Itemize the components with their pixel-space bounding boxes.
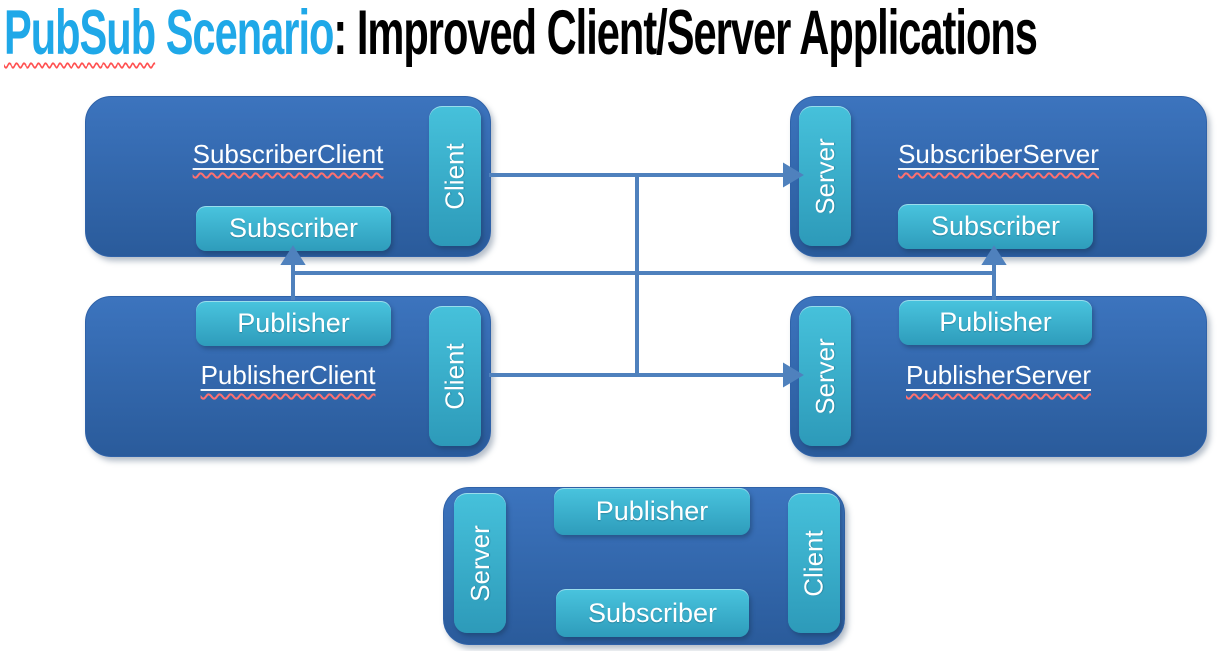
server-tab: Server bbox=[799, 306, 851, 446]
subscriber-client-box: SubscriberClient Subscriber Client bbox=[85, 96, 491, 257]
subscriber-client-label: SubscriberClient bbox=[192, 139, 384, 169]
publisher-chip-label: Publisher bbox=[595, 496, 709, 526]
server-tab: Server bbox=[454, 493, 506, 633]
client-tab: Client bbox=[429, 106, 481, 246]
client-tab-label: Client bbox=[439, 142, 470, 210]
publisher-chip: Publisher bbox=[554, 488, 750, 535]
subscriber-chip: Subscriber bbox=[556, 589, 749, 637]
client-tab-label: Client bbox=[439, 342, 470, 410]
publisher-server-label: PublisherServer bbox=[906, 360, 1091, 390]
publisher-server-box: Publisher PublisherServer Server bbox=[790, 296, 1207, 457]
subscriber-chip-label: Subscriber bbox=[228, 213, 359, 243]
publisher-chip: Publisher bbox=[196, 301, 391, 346]
server-tab-label: Server bbox=[809, 337, 840, 415]
publisher-chip: Publisher bbox=[899, 300, 1092, 345]
publisher-client-box: Publisher PublisherClient Client bbox=[85, 296, 491, 457]
subscriber-chip: Subscriber bbox=[196, 206, 391, 251]
title-scenario: Scenario bbox=[155, 0, 335, 68]
publisher-chip-label: Publisher bbox=[939, 307, 1052, 337]
subscriber-chip-label: Subscriber bbox=[930, 211, 1061, 241]
server-tab: Server bbox=[799, 106, 851, 246]
slide-title: PubSub Scenario: Improved Client/Server … bbox=[4, 0, 1225, 68]
publisher-client-label: PublisherClient bbox=[200, 360, 376, 390]
combined-pubsub-box: Server Publisher Subscriber Client bbox=[443, 487, 845, 645]
subscriber-chip: Subscriber bbox=[898, 204, 1093, 249]
title-rest: : Improved Client/Server Applications bbox=[333, 0, 1037, 68]
title-pubsub: PubSub bbox=[4, 0, 156, 68]
client-tab: Client bbox=[788, 493, 840, 633]
server-tab-label: Server bbox=[464, 524, 495, 602]
subscriber-server-box: SubscriberServer Subscriber Server bbox=[790, 96, 1207, 257]
subscriber-server-label: SubscriberServer bbox=[898, 139, 1099, 169]
client-tab: Client bbox=[429, 306, 481, 446]
subscriber-chip-label: Subscriber bbox=[587, 597, 718, 628]
client-tab-label: Client bbox=[798, 529, 829, 597]
server-tab-label: Server bbox=[809, 137, 840, 215]
publisher-chip-label: Publisher bbox=[237, 308, 350, 338]
